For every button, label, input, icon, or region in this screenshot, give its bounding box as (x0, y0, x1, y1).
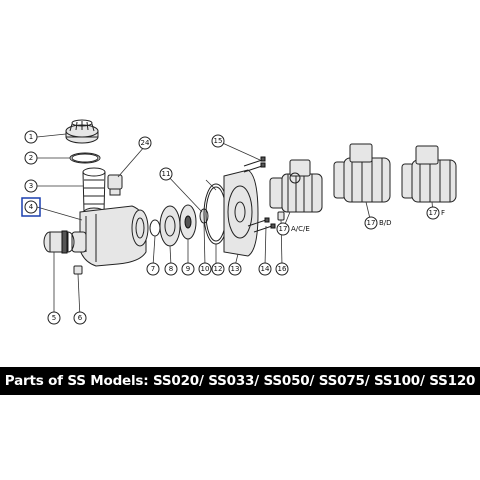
pump-housing (71, 205, 149, 267)
svg-text:5: 5 (52, 314, 56, 322)
callout-17-ace: 17 A/C/E (276, 222, 310, 236)
strainer-lid (65, 119, 99, 144)
svg-text:15: 15 (214, 137, 223, 145)
callout-14: 14 (258, 262, 272, 276)
svg-text:4: 4 (29, 203, 34, 211)
motor-bd (333, 143, 391, 203)
svg-text:11: 11 (162, 170, 171, 178)
svg-text:17: 17 (279, 225, 288, 233)
callout-8: 8 (164, 262, 178, 276)
callout-9: 9 (181, 262, 195, 276)
callout-15: 15 (211, 134, 225, 148)
callout-16: 16 (275, 262, 289, 276)
callout-24: 24 (138, 136, 152, 150)
callout-11: 11 (159, 167, 173, 181)
svg-text:17: 17 (367, 219, 376, 227)
callout-5: 5 (47, 311, 61, 325)
callout-7: 7 (146, 262, 160, 276)
svg-text:6: 6 (78, 314, 83, 322)
motor-ace (269, 159, 323, 213)
callout-3: 3 (24, 179, 38, 193)
svg-text:14: 14 (261, 265, 270, 273)
callout-12: 12 (211, 262, 225, 276)
svg-text:16: 16 (278, 265, 287, 273)
svg-text:12: 12 (214, 265, 223, 273)
svg-text:B/D: B/D (379, 219, 392, 227)
svg-text:13: 13 (231, 265, 240, 273)
bolts (243, 156, 276, 233)
callout-10: 10 (198, 262, 212, 276)
svg-text:24: 24 (141, 139, 150, 147)
svg-text:A/C/E: A/C/E (291, 225, 310, 233)
leader-lines (36, 133, 434, 319)
diffuser (159, 205, 181, 247)
svg-text:2: 2 (29, 154, 33, 162)
union-fitting (43, 230, 75, 254)
strainer-basket (82, 167, 106, 217)
impeller (179, 204, 197, 240)
svg-text:1: 1 (29, 133, 33, 141)
svg-text:7: 7 (151, 265, 155, 273)
svg-text:17: 17 (429, 209, 438, 217)
callout-4: 4 (21, 197, 41, 217)
banner-title: Parts of SS Models: SS020/ SS033/ SS050/… (4, 373, 476, 389)
motor-f (401, 145, 457, 203)
seal-plate (223, 169, 259, 257)
housing-plug (107, 174, 123, 196)
callout-1: 1 (24, 130, 38, 144)
svg-text:9: 9 (186, 265, 190, 273)
callout-17-f: 17 F (426, 206, 445, 220)
svg-text:8: 8 (169, 265, 173, 273)
callout-13: 13 (228, 262, 242, 276)
motor-clip (277, 211, 285, 221)
svg-text:F: F (441, 209, 445, 217)
callout-6: 6 (73, 311, 87, 325)
callout-17-bd: 17 B/D (364, 216, 392, 230)
models-banner: Parts of SS Models: SS020/ SS033/ SS050/… (0, 367, 480, 395)
diffuser-seal (149, 219, 161, 237)
drain-plug (73, 265, 83, 275)
callout-2: 2 (24, 151, 38, 165)
svg-text:10: 10 (201, 265, 210, 273)
svg-text:3: 3 (29, 182, 33, 190)
